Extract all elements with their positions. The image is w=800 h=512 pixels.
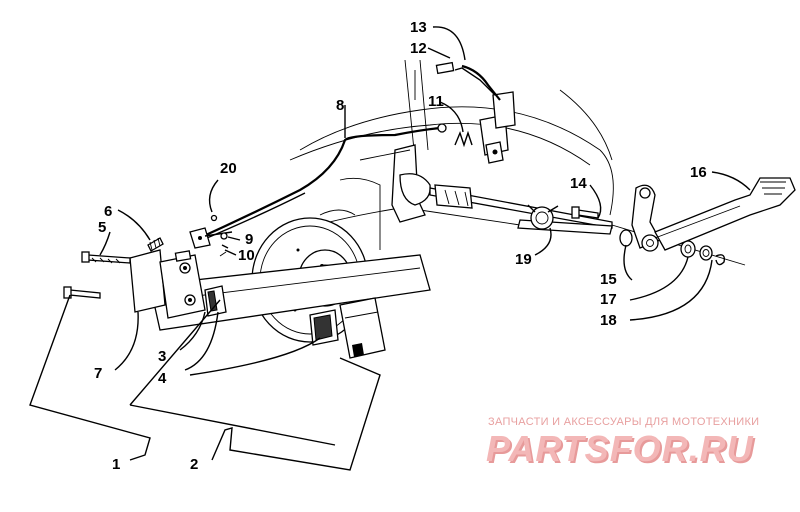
clevis-pin: [219, 232, 229, 257]
leader-lines: [29, 26, 751, 471]
cable-bracket: [359, 144, 431, 223]
caliper-bolts: [63, 251, 131, 299]
brake-cable: [189, 123, 447, 249]
callout-13: 13: [410, 19, 427, 36]
callout-11: 11: [428, 93, 444, 110]
callout-7: 7: [94, 365, 102, 382]
return-spring: [527, 204, 559, 230]
callout-12: 12: [410, 40, 427, 57]
callout-17: 17: [600, 291, 617, 308]
callout-4: 4: [158, 370, 167, 387]
callout-9: 9: [245, 231, 253, 248]
callout-15: 15: [600, 271, 617, 288]
callout-14: 14: [570, 175, 587, 192]
callout-1: 1: [112, 456, 120, 473]
callout-6: 6: [104, 203, 112, 220]
callout-18: 18: [600, 312, 617, 329]
callout-20: 20: [220, 160, 237, 177]
callout-10: 10: [238, 247, 255, 264]
callout-labels: 1 2 3 4 5 6 7 8 9 10 11 12 13 14 15 16 1…: [94, 19, 707, 473]
callout-3: 3: [158, 348, 166, 365]
master-cylinder-bracket: [414, 61, 516, 164]
caliper-bracket-left: [129, 249, 206, 319]
callout-2: 2: [190, 456, 198, 473]
washers: [619, 229, 726, 266]
callout-5: 5: [98, 219, 106, 236]
caliper-housing-right: [309, 297, 386, 359]
callout-16: 16: [690, 164, 707, 181]
brake-pad-left: [204, 285, 227, 317]
pivot-bolt: [571, 206, 599, 219]
callout-8: 8: [336, 97, 344, 114]
bleeder-screw: [147, 237, 164, 252]
brake-shaft: [429, 184, 746, 266]
watermark-brand-logo: PARTSFOR.RU: [486, 428, 754, 469]
watermark-tagline: ЗАПЧАСТИ И АКСЕССУАРЫ ДЛЯ МОТОТЕХНИКИ: [488, 416, 760, 428]
brake-pedal: [631, 177, 796, 252]
callout-19: 19: [515, 251, 532, 268]
cable-spring: [454, 130, 473, 148]
